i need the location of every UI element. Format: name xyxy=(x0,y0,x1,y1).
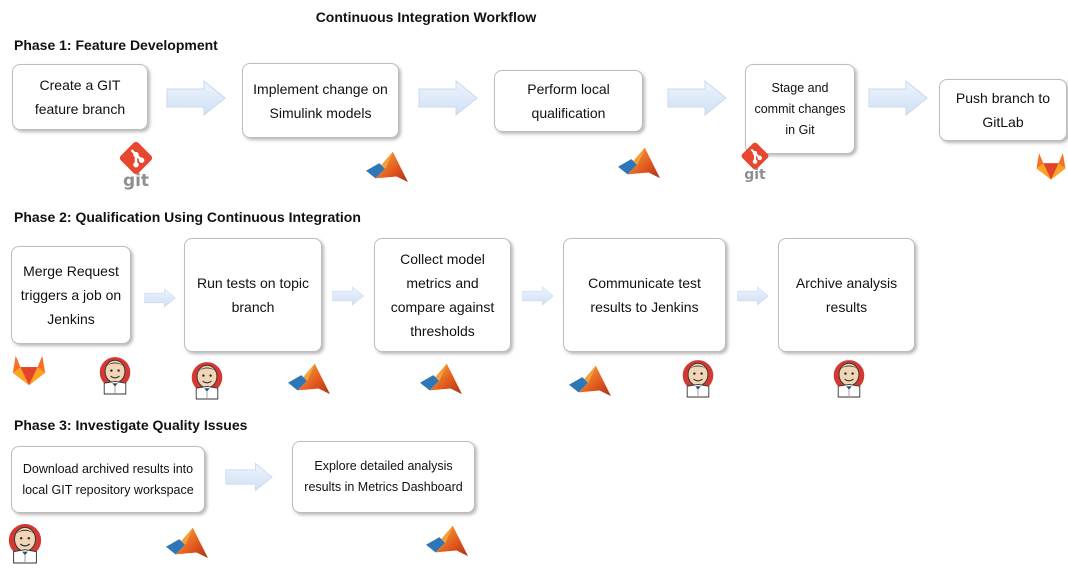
step-label: Run tests on topic branch xyxy=(196,275,310,315)
step-label: Archive analysis results xyxy=(795,275,898,315)
arrow-right-icon xyxy=(144,282,176,314)
step-local-qualification: Perform local qualification xyxy=(494,70,643,132)
step-download-results: Download archived results into local GIT… xyxy=(11,446,205,513)
step-run-tests: Run tests on topic branch xyxy=(184,238,322,352)
jenkins-icon xyxy=(6,522,44,566)
arrow-right-icon xyxy=(667,80,727,116)
step-label: Explore detailed analysis results in Met… xyxy=(304,459,463,494)
arrow-right-icon xyxy=(166,80,226,116)
jenkins-icon xyxy=(680,359,716,399)
jenkins-icon xyxy=(189,361,225,401)
phase-2-heading: Phase 2: Qualification Using Continuous … xyxy=(14,209,361,225)
step-label: Create a GIT feature branch xyxy=(34,77,126,117)
step-label: Implement change on Simulink models xyxy=(253,80,388,121)
phase-1-heading: Phase 1: Feature Development xyxy=(14,37,218,53)
step-merge-request: Merge Request triggers a job on Jenkins xyxy=(11,246,131,344)
matlab-icon xyxy=(567,358,613,400)
gitlab-icon xyxy=(1034,147,1068,183)
step-implement-change: Implement change on Simulink models xyxy=(242,63,399,138)
step-explore-dashboard: Explore detailed analysis results in Met… xyxy=(292,441,475,513)
jenkins-icon xyxy=(831,359,867,399)
gitlab-icon xyxy=(10,351,48,387)
arrow-right-icon xyxy=(418,80,478,116)
step-label: Download archived results into local GIT… xyxy=(22,461,194,497)
matlab-icon xyxy=(164,520,210,562)
git-logo-text: git xyxy=(744,167,766,183)
step-label: Stage and commit changes in Git xyxy=(754,80,846,137)
matlab-icon xyxy=(616,140,662,182)
arrow-right-icon xyxy=(522,280,554,312)
matlab-icon xyxy=(424,518,470,560)
step-archive-results: Archive analysis results xyxy=(778,238,915,352)
git-logo-text: git xyxy=(122,171,150,191)
phase-3-heading: Phase 3: Investigate Quality Issues xyxy=(14,417,248,433)
step-label: Perform local qualification xyxy=(527,81,610,121)
matlab-icon xyxy=(286,356,332,398)
jenkins-icon xyxy=(97,356,133,396)
arrow-right-icon xyxy=(225,461,273,493)
arrow-right-icon xyxy=(332,280,364,312)
step-label: Communicate test results to Jenkins xyxy=(588,275,701,315)
step-push-branch: Push branch to GitLab xyxy=(939,79,1067,141)
arrow-right-icon xyxy=(868,80,928,116)
step-collect-metrics: Collect model metrics and compare agains… xyxy=(374,238,511,352)
step-communicate-results: Communicate test results to Jenkins xyxy=(563,238,726,352)
step-stage-commit: Stage and commit changes in Git xyxy=(745,64,855,154)
step-label: Merge Request triggers a job on Jenkins xyxy=(20,263,122,327)
step-label: Push branch to GitLab xyxy=(955,90,1051,130)
step-create-feature-branch: Create a GIT feature branch xyxy=(12,64,148,130)
matlab-icon xyxy=(364,144,410,186)
diagram-title: Continuous Integration Workflow xyxy=(315,9,537,25)
step-label: Collect model metrics and compare agains… xyxy=(390,251,495,339)
matlab-icon xyxy=(418,356,464,398)
arrow-right-icon xyxy=(737,280,769,312)
